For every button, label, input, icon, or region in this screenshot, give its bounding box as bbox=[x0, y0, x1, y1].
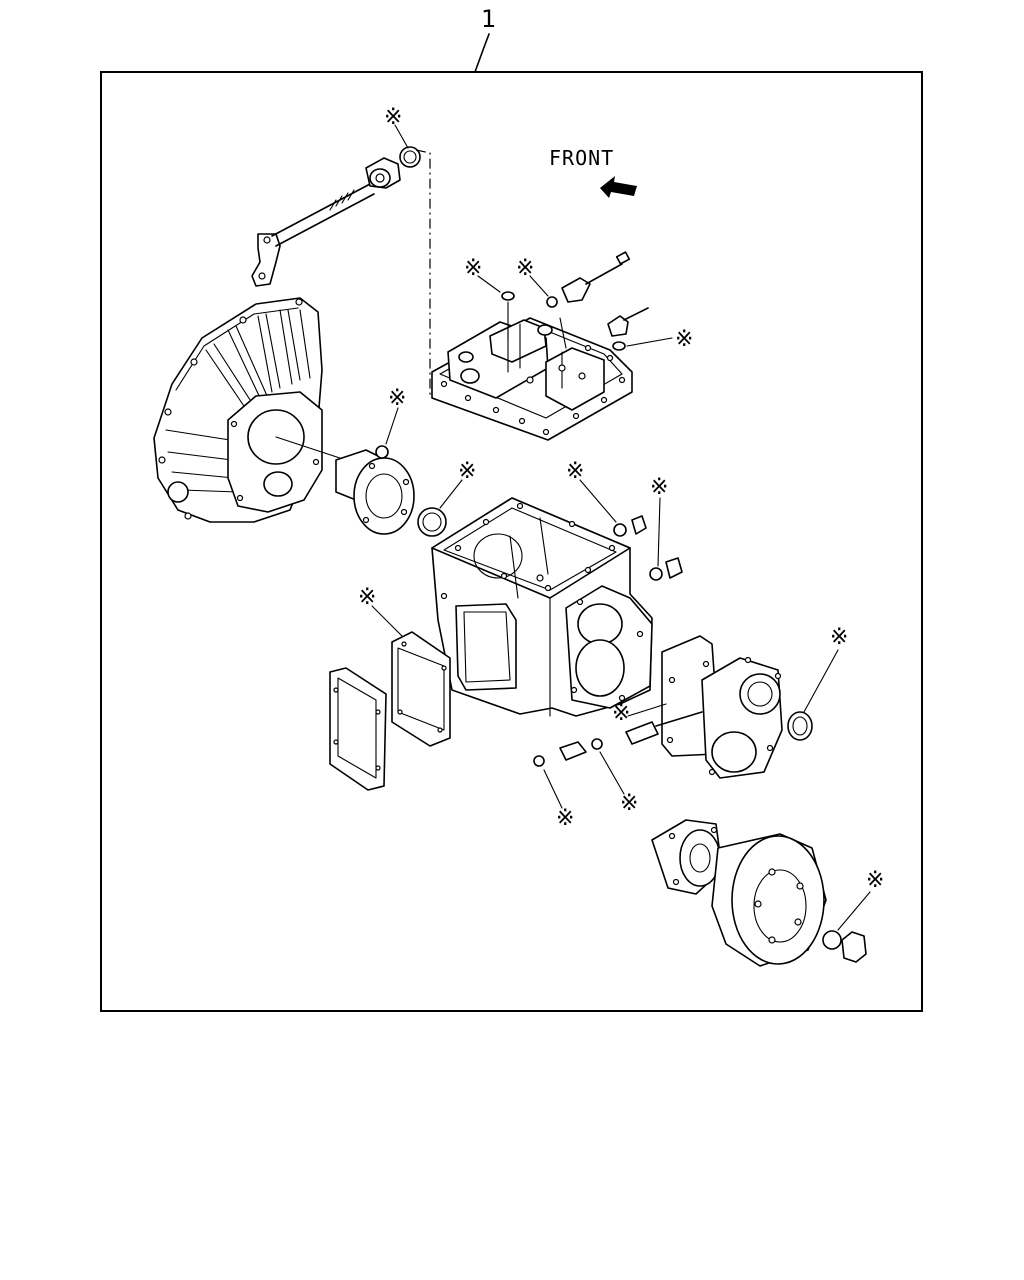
kit-border bbox=[100, 71, 923, 1012]
flange-nut bbox=[841, 931, 867, 963]
mark-shift-cover-washer-left: ※ bbox=[464, 256, 482, 281]
mark-extension-housing-gasket: ※ bbox=[612, 701, 630, 726]
flange-nut-washer bbox=[822, 930, 842, 950]
front-label: FRONT bbox=[549, 146, 614, 170]
mark-speedometer-o-ring: ※ bbox=[620, 791, 638, 816]
mark-switch-washer: ※ bbox=[675, 327, 693, 352]
drain-plug-gasket bbox=[613, 523, 627, 537]
speedometer-sleeve bbox=[559, 741, 587, 761]
mark-bearing-retainer-o-ring: ※ bbox=[388, 386, 406, 411]
shift-cover-assembly bbox=[431, 251, 649, 441]
mark-filler-plug-gasket: ※ bbox=[650, 475, 668, 500]
mark-drain-plug-gasket: ※ bbox=[566, 459, 584, 484]
switch-washer bbox=[612, 341, 626, 351]
speedometer-gear bbox=[625, 721, 659, 745]
breather-fitting bbox=[607, 315, 629, 337]
mark-input-shaft-oil-seal: ※ bbox=[384, 105, 402, 130]
input-shaft-oil-seal bbox=[399, 146, 421, 168]
transmission-case bbox=[431, 497, 683, 717]
speedometer-o-ring bbox=[591, 738, 603, 750]
clutch-housing bbox=[153, 297, 353, 523]
shift-cover-washer-left bbox=[501, 291, 515, 301]
front-bearing-retainer bbox=[335, 445, 447, 537]
shift-cover-washer-right bbox=[546, 296, 558, 308]
mark-flange-nut-washer: ※ bbox=[866, 868, 884, 893]
front-bearing-oil-seal bbox=[417, 507, 447, 537]
extension-housing bbox=[661, 635, 813, 779]
release-shaft-assembly bbox=[251, 146, 431, 398]
output-flange-drum bbox=[651, 819, 867, 967]
callout-leader bbox=[474, 33, 490, 73]
mark-extension-oil-seal: ※ bbox=[830, 625, 848, 650]
neutral-switch bbox=[561, 277, 591, 303]
mark-front-bearing-oil-seal: ※ bbox=[458, 459, 476, 484]
mark-speedometer-sleeve-seal: ※ bbox=[556, 806, 574, 831]
mark-shift-cover-washer-right: ※ bbox=[516, 256, 534, 281]
callout-number: 1 bbox=[481, 5, 496, 33]
mark-pto-cover-gasket: ※ bbox=[358, 585, 376, 610]
speedometer-sleeve-seal bbox=[533, 755, 545, 767]
speedometer-parts bbox=[533, 711, 703, 767]
bearing-retainer-o-ring bbox=[375, 445, 389, 459]
pto-cover-assembly bbox=[329, 631, 451, 791]
front-arrow-icon bbox=[600, 176, 637, 198]
drain-plug bbox=[631, 515, 647, 535]
filler-plug-gasket bbox=[649, 567, 663, 581]
pto-cover-gasket bbox=[391, 631, 451, 747]
extension-oil-seal bbox=[787, 711, 813, 741]
filler-plug bbox=[665, 557, 683, 579]
